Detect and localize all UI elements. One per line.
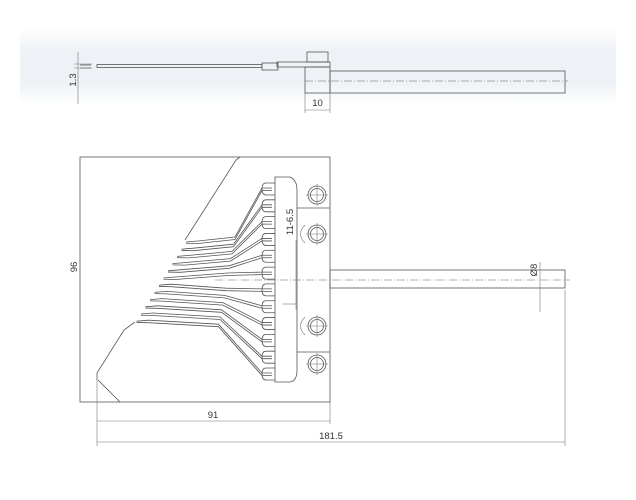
fiber-connector <box>261 216 275 230</box>
fiber <box>172 233 275 266</box>
base-plate <box>79 156 331 403</box>
fiber <box>158 283 275 297</box>
fiber <box>181 199 275 252</box>
fiber-connector <box>261 350 275 364</box>
fiber-connector <box>261 283 275 297</box>
fiber-connector <box>261 199 275 213</box>
dim-total-length: 181.5 <box>319 431 343 442</box>
dim-pitch: 11-6.5 <box>285 209 296 235</box>
fiber <box>145 305 275 347</box>
dim-block-width: 10 <box>312 98 323 109</box>
fiber <box>167 249 275 273</box>
fiber-array <box>136 182 275 381</box>
fiber <box>163 266 275 280</box>
shaft <box>329 70 566 94</box>
mounting-hole <box>306 223 328 245</box>
mounting-hole <box>306 315 328 337</box>
fiber-connector <box>261 266 275 280</box>
fiber <box>185 182 275 244</box>
dim-height: 96 <box>69 262 80 273</box>
fiber <box>149 298 275 330</box>
fiber-connector <box>261 317 275 330</box>
dim-thickness: 1.3 <box>68 73 79 86</box>
top-view: 1.3 10 <box>68 51 568 113</box>
dim-shaft-diameter: Ø8 <box>529 264 540 277</box>
fiber-connector <box>261 300 275 314</box>
fiber-connector <box>261 367 275 381</box>
connector-bar <box>274 176 298 383</box>
mounting-hole <box>306 353 328 375</box>
dim-plate-width: 91 <box>208 410 219 421</box>
mounting-hole <box>306 184 328 206</box>
ferrule <box>261 62 279 71</box>
fiber-connector <box>261 333 275 347</box>
fiber-connector <box>261 233 275 246</box>
fiber <box>136 319 275 381</box>
fiber-connector <box>261 249 275 263</box>
fiber-connector <box>261 182 275 196</box>
fiber <box>154 290 275 314</box>
fiber <box>140 312 275 364</box>
fiber <box>176 216 275 259</box>
front-view: 11-6.5 Ø8 96 91 181.5 <box>69 156 570 446</box>
